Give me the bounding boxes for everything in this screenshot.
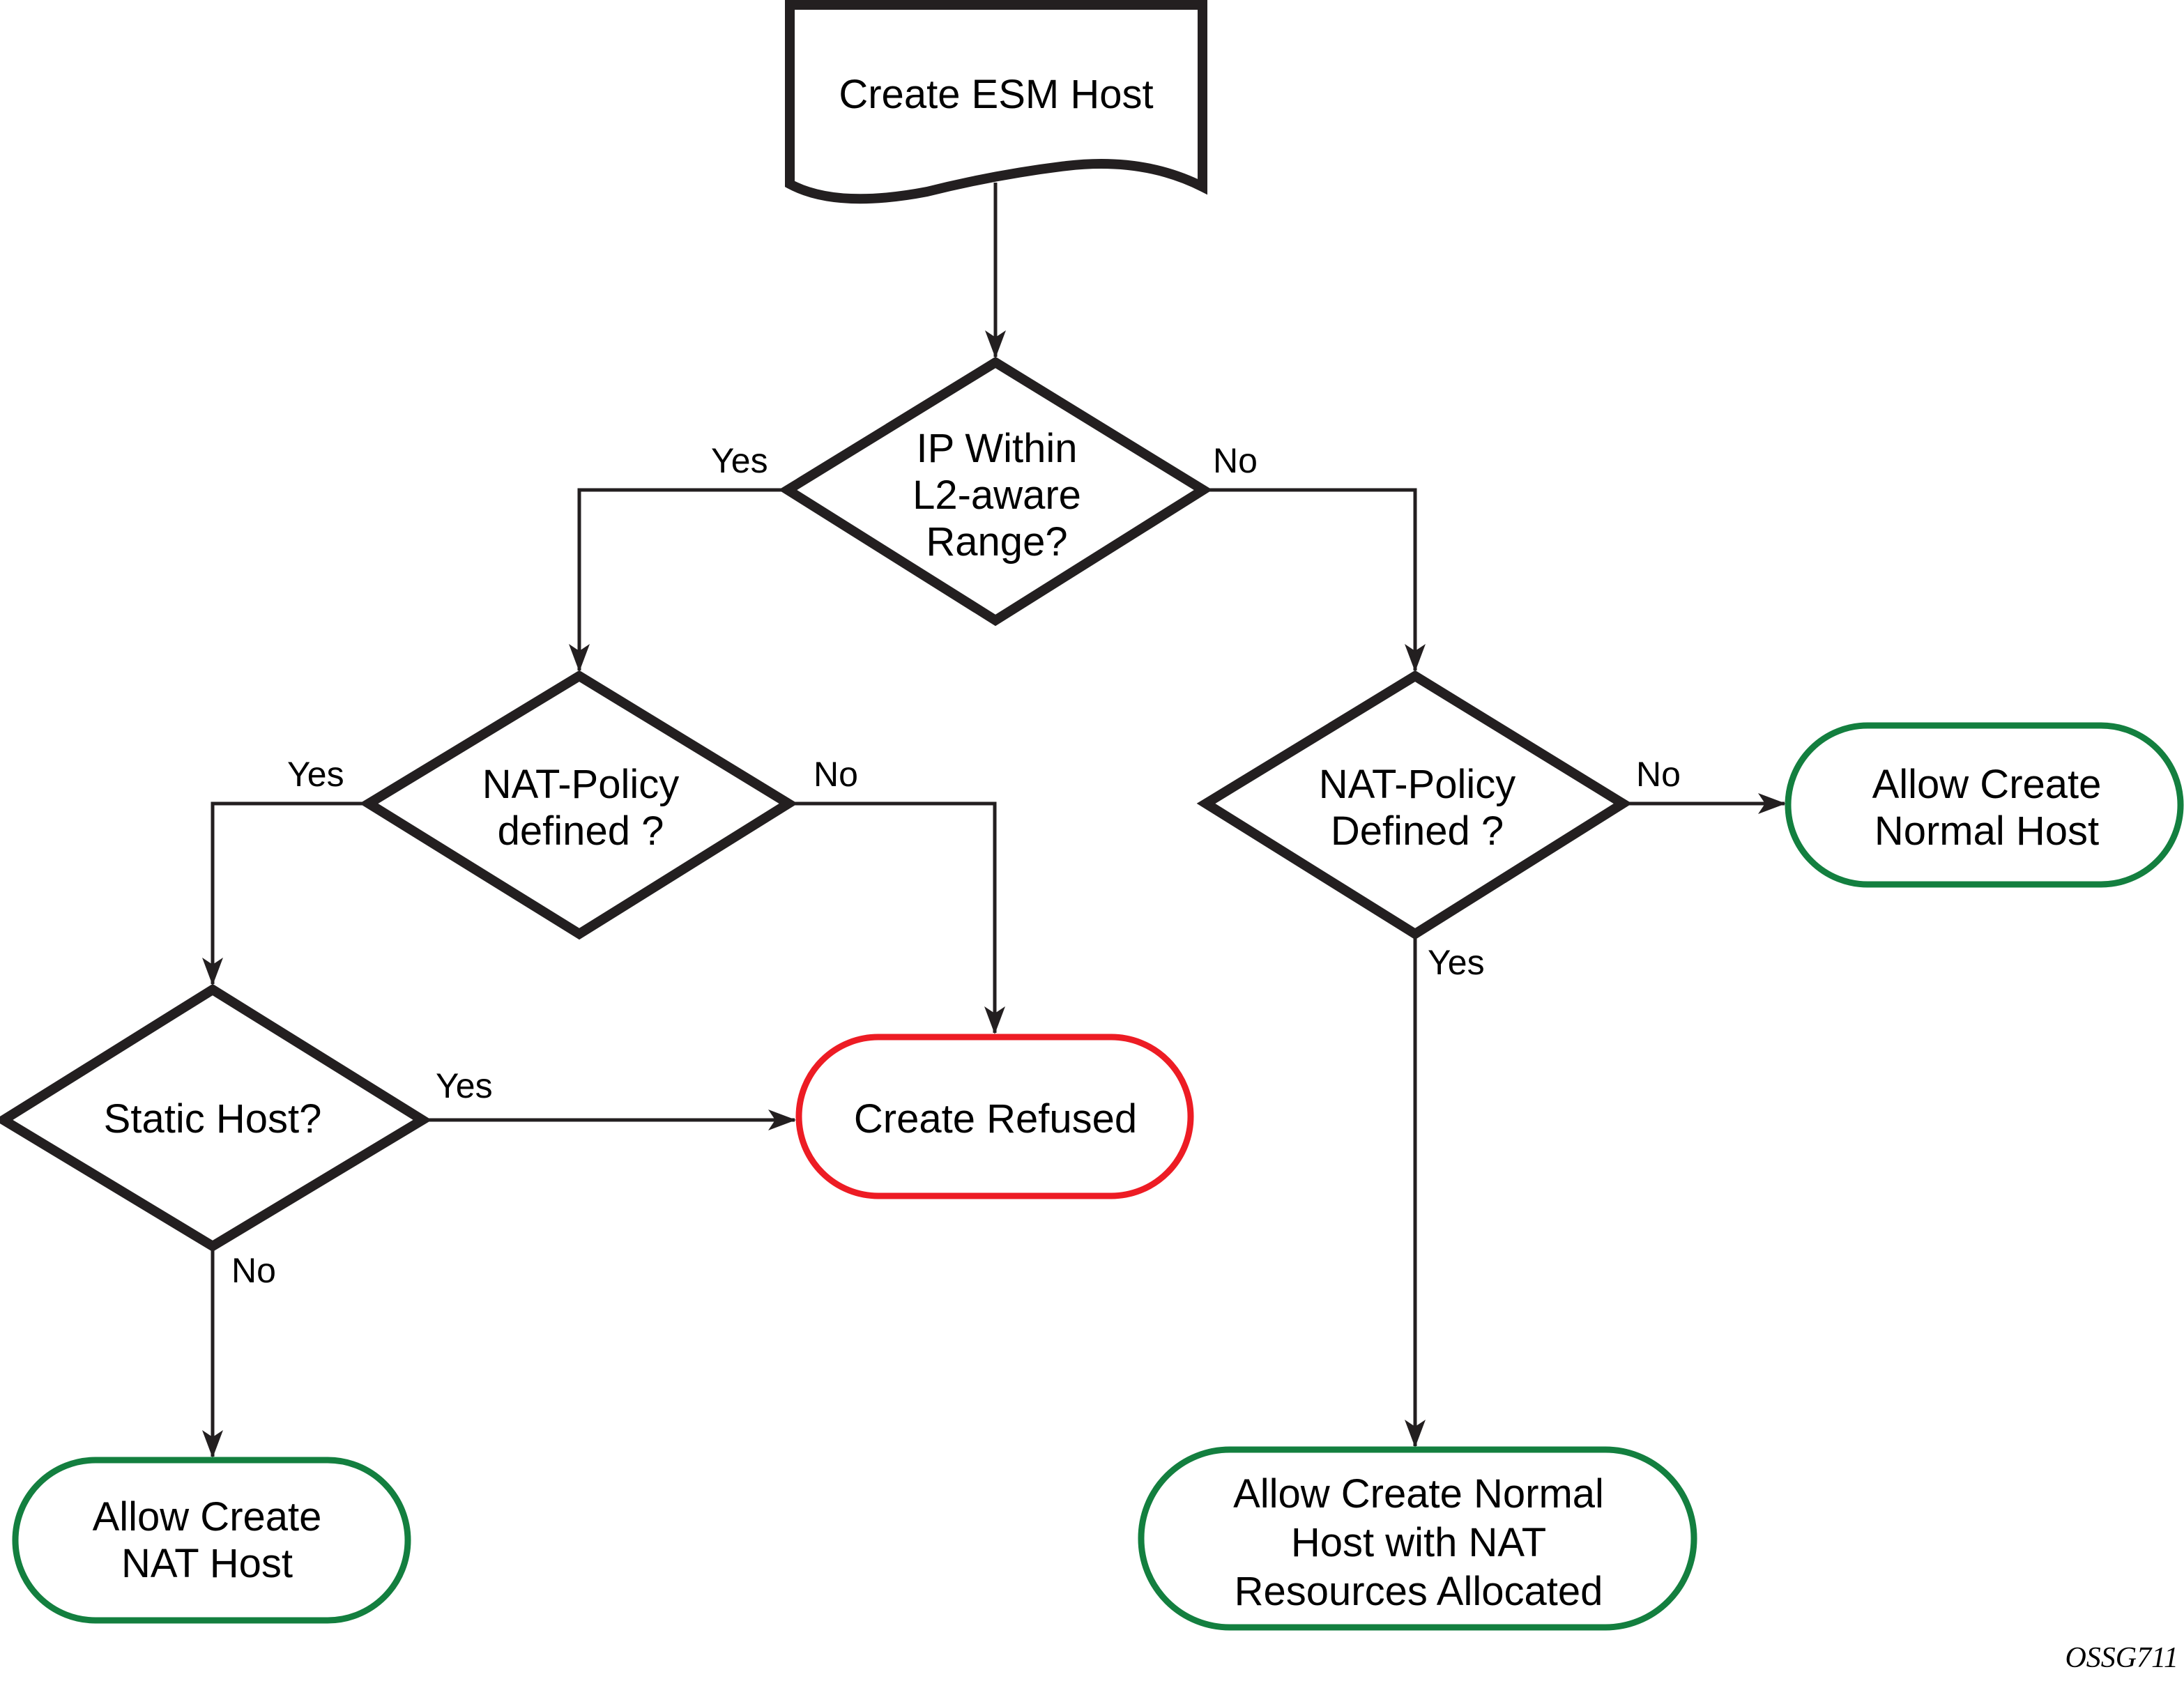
- decision-label-line-1: Static Host?: [104, 1096, 322, 1142]
- decision-nat-policy-left[interactable]: NAT-Policy defined ?: [359, 670, 798, 940]
- decision-nat-policy-right[interactable]: NAT-Policy Defined ?: [1196, 670, 1633, 940]
- start-node-label: Create ESM Host: [839, 72, 1153, 117]
- decision-ip-within-range[interactable]: IP Within L2-aware Range?: [778, 356, 1213, 627]
- decision-label-line-2: L2-aware: [912, 473, 1081, 518]
- decision-diamond: [359, 670, 798, 940]
- terminal-shape-success: [1785, 722, 2184, 888]
- terminal-label-line-2: Normal Host: [1874, 808, 2099, 854]
- edge-ip-check-no: [1203, 488, 1426, 672]
- document-shape: [785, 0, 1207, 204]
- edge-label-nat-right-yes: Yes: [1428, 943, 1485, 982]
- decision-label-line-1: NAT-Policy: [1319, 762, 1516, 807]
- terminal-shape-refused: [795, 1034, 1194, 1199]
- edge-label-static-yes: Yes: [436, 1066, 493, 1105]
- decision-label-line-1: IP Within: [916, 426, 1077, 471]
- terminal-label-line-1: Allow Create: [1872, 762, 2102, 807]
- edge-label-ip-no: No: [1213, 441, 1258, 480]
- edge-label-ip-yes: Yes: [711, 441, 768, 480]
- decision-static-host[interactable]: Static Host?: [0, 983, 432, 1252]
- edge-label-nat-right-no: No: [1636, 755, 1681, 794]
- decision-label-line-2: defined ?: [498, 808, 664, 854]
- terminal-create-refused[interactable]: Create Refused: [795, 1034, 1194, 1199]
- decision-label-line-3: Range?: [926, 519, 1067, 565]
- start-node[interactable]: Create ESM Host: [785, 0, 1207, 204]
- terminal-allow-normal-host[interactable]: Allow Create Normal Host: [1785, 722, 2184, 888]
- edge-label-nat-left-no: No: [814, 755, 858, 794]
- edge-nat-left-yes: [202, 801, 369, 985]
- terminal-label-line-2: NAT Host: [121, 1541, 293, 1586]
- terminal-allow-normal-with-nat[interactable]: Allow Create Normal Host with NAT Resour…: [1138, 1446, 1697, 1631]
- edge-ip-check-yes: [569, 488, 788, 672]
- terminal-shape-success: [1138, 1446, 1697, 1631]
- decision-label-line-1: NAT-Policy: [482, 762, 680, 807]
- terminal-label: Create Refused: [854, 1096, 1137, 1142]
- decision-diamond: [778, 356, 1213, 627]
- terminal-label-line-1: Allow Create: [93, 1494, 322, 1540]
- edge-label-static-no: No: [231, 1251, 276, 1290]
- figure-id: OSSG711: [2065, 1642, 2178, 1674]
- decision-label-line-2: Defined ?: [1331, 808, 1504, 854]
- terminal-label-line-1: Allow Create Normal: [1233, 1471, 1604, 1517]
- edge-label-nat-left-yes: Yes: [287, 755, 344, 794]
- terminal-shape-success: [12, 1457, 411, 1624]
- edge-nat-left-no: [788, 801, 1005, 1034]
- edge-labels: Yes No Yes No Yes No No Yes: [231, 441, 1681, 1290]
- terminal-allow-nat-host[interactable]: Allow Create NAT Host: [12, 1457, 411, 1624]
- terminal-label-line-3: Resources Allocated: [1235, 1569, 1603, 1614]
- edges: [202, 183, 1786, 1458]
- decision-diamond: [1196, 670, 1633, 940]
- terminal-label-line-2: Host with NAT: [1291, 1520, 1546, 1565]
- decision-diamond: [0, 983, 432, 1252]
